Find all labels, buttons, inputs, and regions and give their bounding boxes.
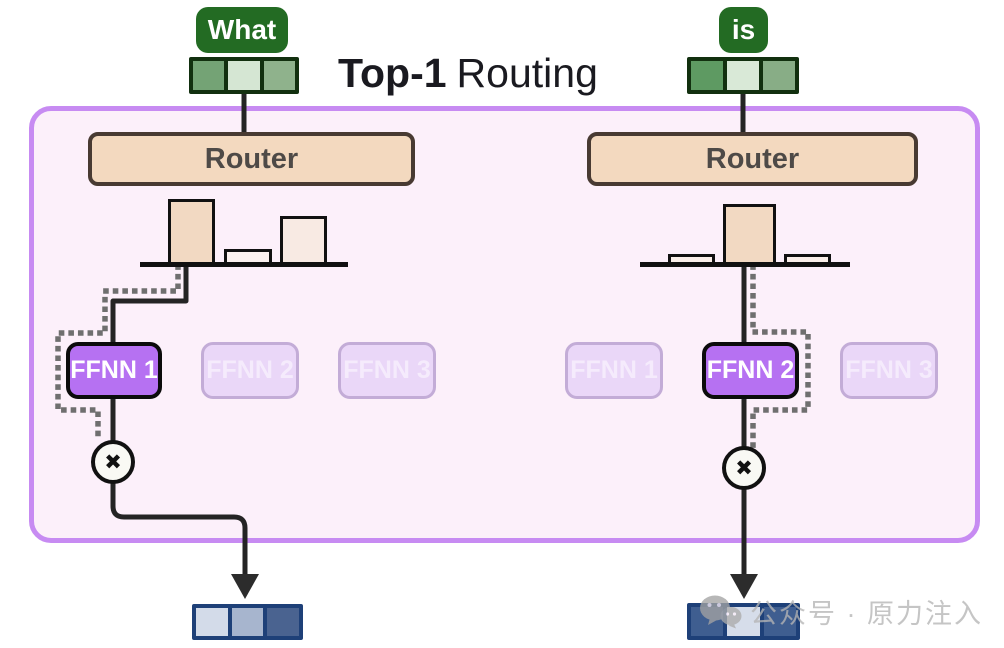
wechat-icon <box>700 595 742 628</box>
embedding-is-cell-2 <box>727 61 759 90</box>
prob-bar-right-ffnn-2 <box>723 204 776 264</box>
prob-bar-left-ffnn-1 <box>168 199 215 264</box>
embedding-is-cell-3 <box>763 61 795 90</box>
expert-right-ffnn-2-selected: FFNN 2 <box>702 342 799 399</box>
embedding-what-cell-1 <box>193 61 225 90</box>
router-probability-chart-right <box>640 199 850 264</box>
token-is: is <box>719 7 768 53</box>
expert-left-ffnn-2: FFNN 2 <box>201 342 299 399</box>
left-gate-weight-dotted-path <box>55 264 181 446</box>
expert-right-ffnn-3: FFNN 3 <box>840 342 938 399</box>
router-box-left: Router <box>88 132 415 186</box>
embedding-what-cell-3 <box>263 61 295 90</box>
chart-baseline-left <box>140 262 348 267</box>
expert-right-ffnn-1: FFNN 1 <box>565 342 663 399</box>
left-route-to-ffnn1-line <box>110 266 189 346</box>
embedding-is-cell-1 <box>691 61 723 90</box>
expert-left-ffnn-3: FFNN 3 <box>338 342 436 399</box>
right-output-arrowhead-icon <box>730 574 758 599</box>
output-right-cell-3 <box>763 607 796 636</box>
token-what: What <box>196 7 288 53</box>
output-left-cell-1 <box>196 608 228 636</box>
left-output-arrowhead-icon <box>231 574 259 599</box>
multiply-node-right: ✖ <box>722 446 766 490</box>
prob-bar-left-ffnn-3 <box>280 216 327 264</box>
router-box-right: Router <box>587 132 918 186</box>
router-probability-chart-left <box>140 199 348 264</box>
left-multiply-to-output-line <box>110 482 248 577</box>
expert-left-ffnn-1-selected: FFNN 1 <box>66 342 162 399</box>
watermark-text: 公众号 · 原力注入 <box>750 599 983 629</box>
right-gate-weight-dotted-path <box>750 264 811 450</box>
embedding-vector-what <box>189 57 299 94</box>
prob-bar-left-ffnn-2 <box>224 249 272 264</box>
prob-bar-right-ffnn-1 <box>668 254 715 264</box>
prob-bar-right-ffnn-3 <box>784 254 831 264</box>
output-vector-left <box>192 604 303 640</box>
embedding-what-cell-2 <box>228 61 260 90</box>
chart-baseline-right <box>640 262 850 267</box>
title-regular-part: Routing <box>456 50 598 96</box>
output-left-cell-2 <box>231 608 264 636</box>
output-left-cell-3 <box>267 608 300 636</box>
watermark: 公众号 · 原力注入 <box>698 592 983 631</box>
embedding-vector-is <box>687 57 799 94</box>
title-bold-part: Top-1 <box>338 50 447 96</box>
multiply-node-left: ✖ <box>91 440 135 484</box>
